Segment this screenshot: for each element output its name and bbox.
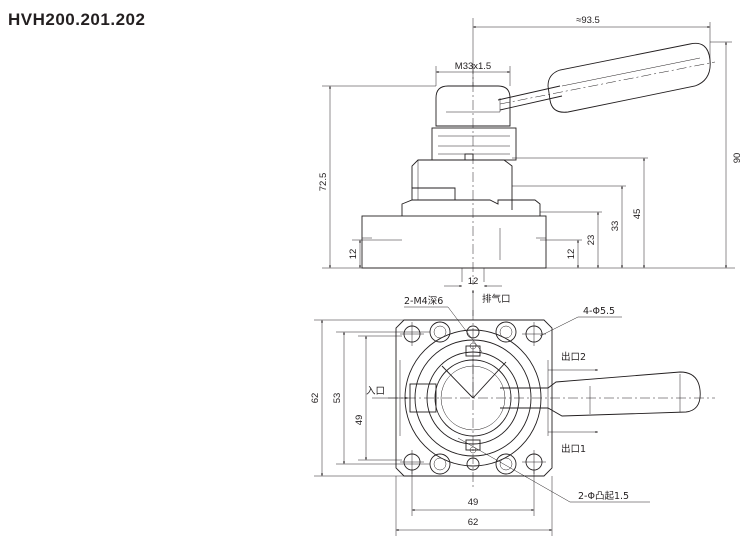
dim-23: 23 <box>586 235 597 246</box>
plan-base <box>395 319 553 477</box>
tapped-hole <box>466 457 480 471</box>
dim-45: 45 <box>632 209 643 220</box>
handle-grip <box>547 42 711 113</box>
plan-view: 2-M4深6 4-Φ5.5 出口2 出口1 入口 2-Φ凸起1.5 62 53 … <box>310 296 715 536</box>
dim-53-vertical: 53 <box>332 393 343 404</box>
dim-height-total: 72.5 <box>318 173 329 192</box>
tapped-holes-label: 2-M4深6 <box>404 296 443 307</box>
dim-handle-height: 90 <box>732 153 743 164</box>
dim-33: 33 <box>610 221 621 232</box>
screw-head <box>495 321 517 343</box>
dim-62-vertical: 62 <box>310 393 321 404</box>
dim-49-vertical: 49 <box>354 415 365 426</box>
dim-width-total: ≈93.5 <box>576 15 600 26</box>
inlet-label: 入口 <box>366 386 385 397</box>
valve-body-step <box>401 199 541 216</box>
plan-handle <box>500 371 701 417</box>
exhaust-label: 排气口 <box>482 293 511 305</box>
handle-cap <box>435 85 511 127</box>
dim-base-right: 12 <box>566 249 577 260</box>
dim-62-horizontal: 62 <box>468 517 479 528</box>
dim-base-left: 12 <box>348 249 359 260</box>
valve-neck <box>431 127 517 161</box>
valve-base <box>361 215 547 269</box>
outlet-2-label: 出口2 <box>561 351 586 363</box>
dim-exhaust-width: 12 <box>468 276 479 287</box>
side-view: ≈93.5 M33x1.5 72.5 12 12 23 33 45 90 <box>318 15 743 316</box>
mount-hole <box>522 322 546 346</box>
dim-49-horizontal: 49 <box>468 497 479 508</box>
valve-body <box>411 159 513 210</box>
mount-holes-label: 4-Φ5.5 <box>583 306 615 317</box>
screw-head <box>495 453 517 475</box>
outlet-1-label: 出口1 <box>561 443 586 455</box>
drawing-title: HVH200.201.202 <box>8 10 146 29</box>
bosses-label: 2-Φ凸起1.5 <box>578 491 629 502</box>
mount-hole <box>400 322 424 346</box>
dim-thread: M33x1.5 <box>455 61 491 72</box>
